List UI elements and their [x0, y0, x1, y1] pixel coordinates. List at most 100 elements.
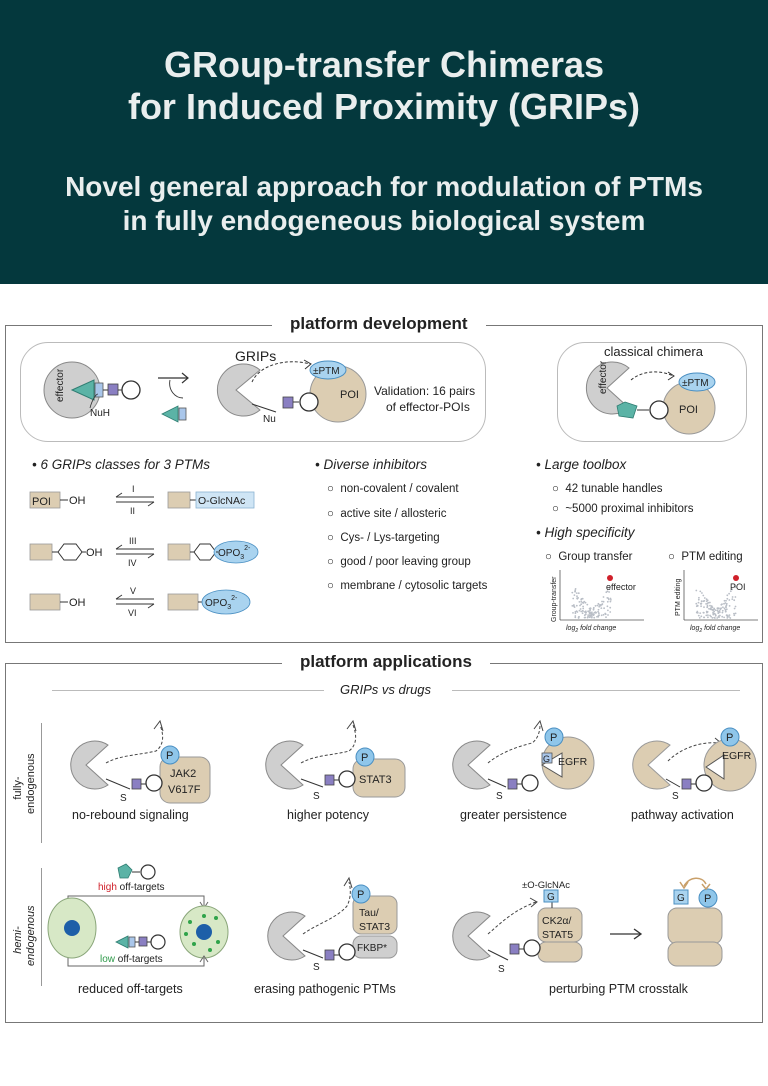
svg-text:P: P [357, 889, 364, 901]
app-erasing-ptms-scheme: S P Tau/ STAT3 FKBP* [267, 876, 398, 973]
svg-text:P: P [550, 732, 557, 744]
volcano-point [699, 590, 702, 593]
volcano-point [733, 607, 736, 610]
volcano-point [608, 587, 611, 589]
svg-text:Group-transfer: Group-transfer [551, 576, 558, 622]
svg-text:I: I [132, 484, 135, 494]
volcano-point [733, 614, 736, 617]
volcano-point [606, 590, 609, 593]
svg-text:FKBP*: FKBP* [357, 943, 387, 954]
volcano-point [703, 597, 706, 599]
svg-text:G: G [547, 892, 555, 903]
svg-text:OH: OH [69, 597, 86, 609]
app-greater-persistence-scheme: S P G EGFR [452, 719, 595, 802]
handle-circle [121, 380, 141, 400]
volcano-point [728, 599, 731, 601]
row2-side-rule [41, 868, 42, 986]
volcano-point [697, 614, 700, 617]
volcano-point [734, 605, 737, 608]
volcano-point [733, 612, 735, 615]
app-reduced-off-targets-scheme: high off-targets low off-targets [47, 863, 229, 967]
grips-scheme: effector NuH Nu POI ±PTM [43, 359, 367, 425]
svg-text:EGFR: EGFR [558, 756, 588, 768]
volcano-point [608, 591, 610, 593]
volcano-point [724, 602, 727, 604]
volcano-point [723, 599, 726, 602]
volcano-point [610, 599, 612, 601]
volcano-point [722, 606, 724, 609]
volcano-point [602, 613, 605, 616]
volcano-point [720, 603, 723, 606]
volcano-point [698, 596, 700, 599]
svg-text:high off-targets: high off-targets [98, 882, 165, 893]
volcano-point [598, 614, 600, 616]
volcano-point [591, 613, 593, 616]
volcano-point [702, 611, 705, 614]
specificity-item: ○ PTM editing [668, 551, 743, 563]
classical-chimera-box [557, 342, 747, 442]
svg-text:EGFR: EGFR [722, 750, 752, 762]
volcano-point [729, 617, 732, 619]
specificity-heading: • High specificity [536, 525, 635, 540]
volcano-point [596, 615, 598, 618]
volcano-point [587, 610, 589, 613]
volcano-point [698, 617, 701, 619]
volcano-point [728, 605, 731, 607]
volcano-point [718, 611, 721, 614]
volcano-point [580, 598, 583, 601]
svg-text:POI: POI [32, 496, 51, 508]
volcano-point [716, 617, 719, 619]
volcano-point [707, 614, 709, 616]
volcano-point [726, 614, 729, 617]
volcano-point [579, 604, 581, 607]
volcano-point [721, 615, 724, 618]
volcano-point [706, 602, 709, 605]
validation-line2: of effector-POIs [386, 400, 470, 414]
volcano-point [592, 606, 595, 609]
volcano-point [703, 606, 705, 608]
volcano-point [609, 597, 612, 600]
svg-text:log2 fold change: log2 fold change [690, 625, 740, 634]
volcano-point [731, 598, 734, 600]
volcano-point [581, 601, 584, 604]
caption-pathway-activation: pathway activation [631, 808, 734, 822]
svg-text:VI: VI [128, 608, 137, 618]
svg-text:S: S [672, 791, 679, 802]
svg-text:V617F: V617F [168, 784, 201, 796]
app-pathway-activation-scheme: S P EGFR [632, 727, 757, 802]
volcano-point [603, 607, 605, 610]
volcano-point [710, 605, 713, 607]
svg-text:±PTM: ±PTM [682, 378, 709, 389]
volcano-point [574, 590, 576, 593]
volcano-point [696, 604, 699, 607]
volcano-point [579, 608, 582, 610]
volcano-point [706, 606, 709, 609]
volcano-point [705, 614, 708, 617]
volcano-point [582, 607, 585, 610]
volcano-point [713, 610, 716, 613]
volcano-point [733, 599, 736, 602]
volcano-point [583, 614, 586, 617]
platform-development-title: platform development [272, 314, 486, 334]
volcano-point [609, 611, 612, 613]
volcano-point [606, 597, 609, 599]
volcano-point [716, 609, 719, 612]
caption-erasing-pathogenic-ptms: erasing pathogenic PTMs [254, 982, 396, 996]
volcano-plot-ptm-editing: PTM editing log2 fold change POI [675, 570, 758, 634]
volcano-point [708, 607, 710, 610]
svg-text:Tau/: Tau/ [359, 907, 379, 919]
volcano-point [714, 617, 716, 619]
classical-scheme: effector POI ±PTM [585, 360, 716, 435]
volcano-point [705, 603, 707, 605]
volcano-point [725, 599, 727, 602]
volcano-point [714, 614, 717, 617]
volcano-point [711, 606, 714, 609]
volcano-point [577, 617, 580, 619]
volcano-point [597, 602, 600, 605]
volcano-point [598, 605, 601, 608]
volcano-point [707, 616, 709, 619]
volcano-point [697, 601, 700, 604]
volcano-point [731, 588, 734, 591]
volcano-point [604, 612, 607, 615]
volcano-point [593, 616, 596, 619]
